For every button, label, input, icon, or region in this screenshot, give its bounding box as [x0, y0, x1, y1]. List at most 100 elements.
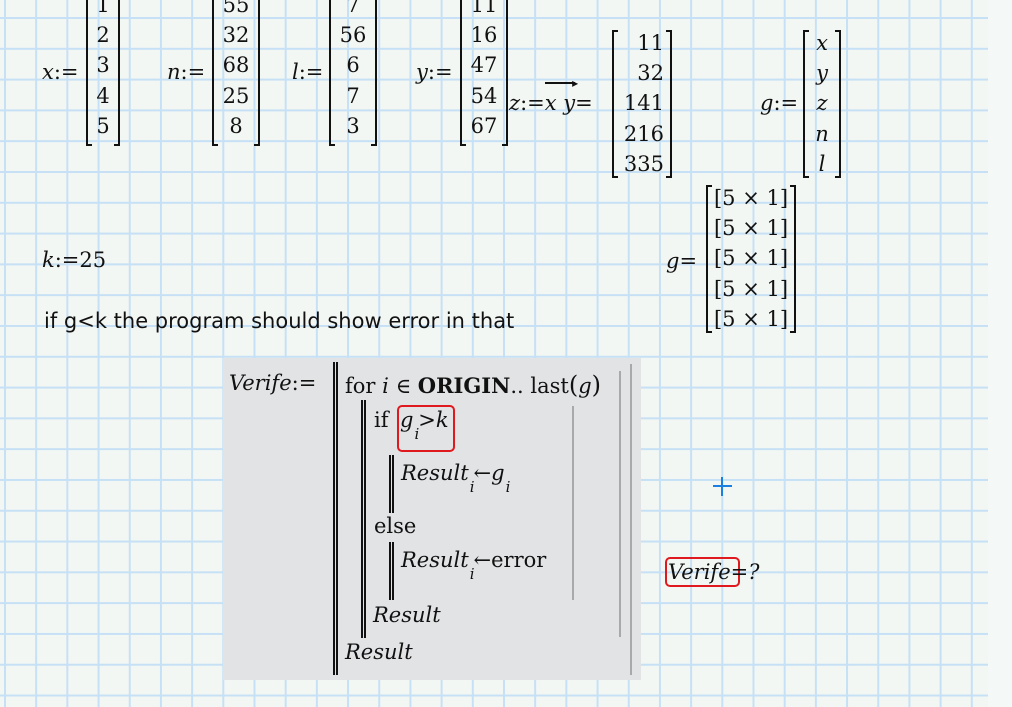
program-name-label[interactable]: Verife:=: [229, 373, 316, 394]
else-branch-bar: [389, 542, 394, 600]
assign-operator: :=: [180, 60, 206, 84]
assign-operator: :=: [298, 60, 324, 84]
error-highlight-condition: [397, 405, 455, 452]
eval-operator: =: [679, 249, 698, 273]
vector-cell: 2: [96, 23, 110, 47]
vector-cell: 32: [637, 61, 664, 85]
vector-cell: 335: [623, 152, 664, 176]
assign-operator: :=: [54, 248, 80, 272]
nested-matrix-cell: [5 × 1]: [713, 216, 789, 240]
program-region[interactable]: [223, 358, 641, 680]
n-definition-label[interactable]: n:=: [167, 62, 205, 83]
verife-evaluation[interactable]: Verife=?: [668, 562, 760, 583]
nested-matrix-cell: [5 × 1]: [713, 277, 789, 301]
z-definition[interactable]: z:= ▸ x y =: [509, 77, 593, 115]
var-name: k: [42, 248, 55, 272]
n-vector[interactable]: 55 32 68 25 8: [212, 0, 260, 146]
if-keyword[interactable]: if: [374, 410, 389, 431]
var-name: g: [760, 91, 774, 115]
function-name: Verife: [668, 560, 731, 584]
g-definition-label[interactable]: g:=: [760, 93, 798, 114]
if-text: if: [374, 408, 389, 432]
else-text: else: [374, 514, 417, 538]
else-assignment[interactable]: Resulti←error: [401, 548, 546, 582]
condition-variable: g: [400, 408, 414, 432]
for-loop-header[interactable]: for i ∈ ORIGIN.. last(g): [345, 371, 602, 399]
then-assignment[interactable]: Resulti←gi: [401, 461, 510, 495]
condition-subscript: i: [414, 425, 420, 443]
g-eval-vector[interactable]: [5 × 1] [5 × 1] [5 × 1] [5 × 1] [5 × 1]: [706, 185, 796, 333]
x-vector[interactable]: 1 2 3 4 5: [86, 0, 120, 146]
var-name: y: [416, 60, 428, 84]
program-outer-bar: [333, 362, 338, 675]
g-definition-vector[interactable]: x y z n l: [803, 30, 841, 178]
y-definition-label[interactable]: y:=: [416, 62, 453, 83]
if-else-bracket: [572, 406, 574, 600]
var-name: x: [42, 60, 54, 84]
inner-return-result[interactable]: Result: [373, 603, 441, 627]
vectorize-bar: [544, 82, 576, 84]
else-keyword[interactable]: else: [374, 516, 416, 537]
vector-cell: 8: [229, 114, 243, 138]
assign-operator: :=: [520, 91, 545, 115]
vector-cell: n: [815, 122, 829, 146]
vector-cell: l: [818, 152, 826, 176]
program-outer-bracket: [630, 364, 632, 675]
vector-cell: 141: [623, 91, 664, 115]
assign-operator: :=: [53, 60, 79, 84]
then-value-subscript: i: [505, 478, 511, 496]
vector-cell: 216: [623, 122, 664, 146]
function-name: Verife: [229, 371, 292, 395]
vector-cell: 11: [470, 0, 498, 17]
for-body-bar: [361, 400, 366, 638]
vector-cell: 1: [96, 0, 110, 17]
for-keyword: for: [345, 374, 376, 398]
g-eval-label[interactable]: g=: [666, 251, 697, 272]
if-condition[interactable]: gi>k: [400, 408, 449, 442]
vector-cell: 11: [637, 31, 664, 55]
crosshair-cursor-icon: [721, 477, 723, 496]
worksheet-canvas[interactable]: x:= 1 2 3 4 5 n:= 55 32 68 25 8 l:= 7 56…: [0, 0, 988, 707]
var-name: l: [292, 60, 299, 84]
vector-cell: 3: [96, 53, 110, 77]
nested-matrix-cell: [5 × 1]: [713, 246, 789, 270]
for-body-bracket: [619, 371, 621, 637]
nested-matrix-cell: [5 × 1]: [713, 307, 789, 331]
l-definition-label[interactable]: l:=: [292, 62, 323, 83]
assign-operator: :=: [427, 60, 453, 84]
range-operator: ..: [510, 374, 524, 398]
assign-operator: :=: [291, 371, 317, 395]
vector-cell: 7: [346, 84, 360, 108]
local-assign-arrow-icon: ←: [473, 461, 492, 485]
l-vector[interactable]: 7 56 6 7 3: [329, 0, 377, 146]
vector-cell: x: [816, 31, 828, 55]
range-start: ORIGIN: [417, 373, 511, 398]
y-vector[interactable]: 11 16 47 54 67: [460, 0, 508, 146]
greater-than-operator: >: [418, 408, 436, 432]
result-variable: Result: [401, 461, 469, 485]
x-definition-label[interactable]: x:=: [42, 62, 79, 83]
vector-cell: 68: [222, 53, 250, 77]
vector-cell: 67: [470, 114, 498, 138]
loop-variable: i: [382, 374, 389, 398]
vectorize-arrow-icon: ▸: [572, 76, 579, 90]
k-definition[interactable]: k:=25: [42, 250, 106, 271]
eval-result-placeholder: ?: [748, 560, 760, 584]
vectorize-operand: x: [544, 91, 557, 115]
outer-return-result[interactable]: Result: [345, 640, 413, 664]
eval-operator: =: [575, 91, 593, 115]
vector-cell: 32: [222, 23, 250, 47]
error-highlight-eval: [665, 557, 740, 587]
vectorize-expression: ▸ x y: [544, 77, 578, 115]
text-region-note[interactable]: if g<k the program should show error in …: [44, 309, 515, 333]
vectorize-operand: y: [563, 91, 576, 115]
z-result-vector[interactable]: 11 32 141 216 335: [612, 30, 672, 178]
local-assign-arrow-icon: ←: [473, 548, 492, 572]
vector-cell: 16: [470, 23, 498, 47]
result-subscript: i: [469, 565, 475, 583]
then-value-variable: g: [491, 461, 505, 485]
var-name: g: [666, 249, 680, 273]
function-argument: g: [578, 374, 592, 398]
condition-rhs: k: [435, 408, 449, 432]
result-subscript: i: [469, 478, 475, 496]
